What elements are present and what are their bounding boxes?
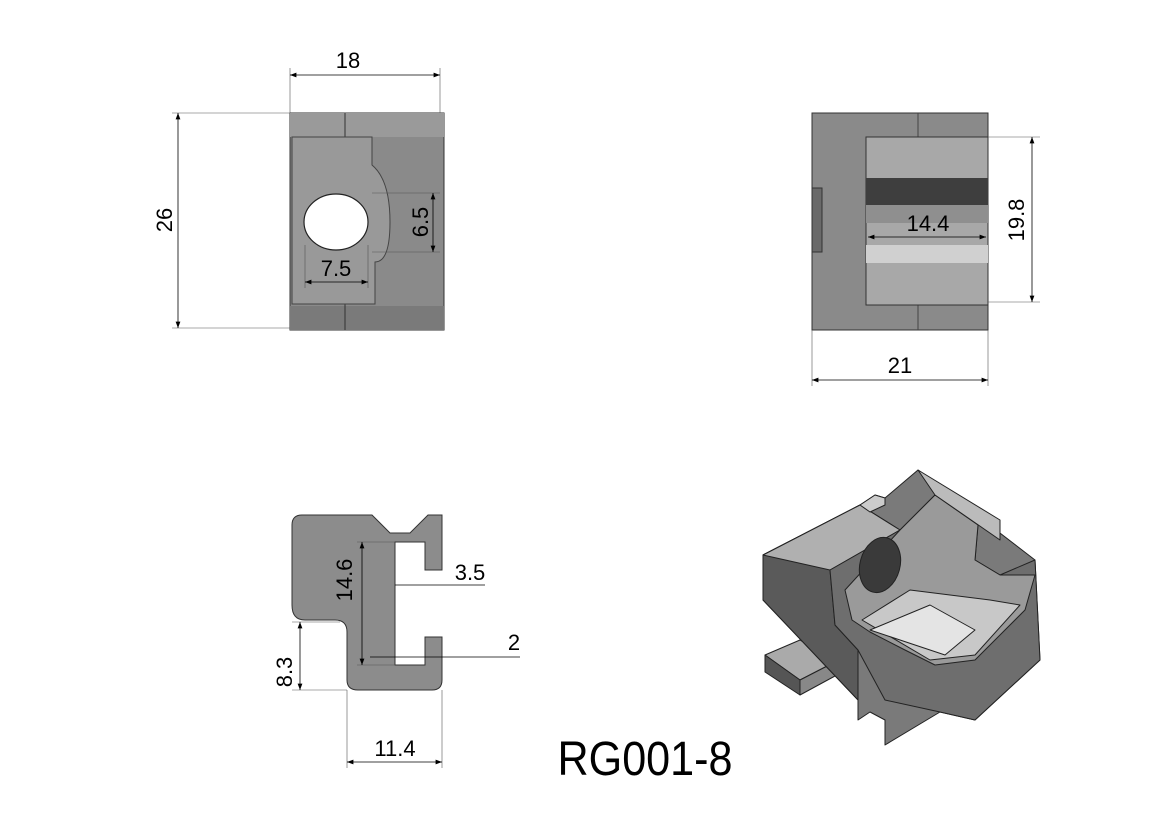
dim-height-26: 26: [152, 208, 177, 232]
section-view: 14.6 3.5 2 8.3 11.4: [272, 514, 520, 768]
part-number: RG001-8: [558, 733, 733, 786]
side-view: 14.4 19.8 21: [811, 112, 1040, 386]
dim-slot-height: 14.6: [332, 559, 357, 602]
dim-hole-height: 6.5: [408, 207, 433, 238]
dim-hole-width: 7.5: [321, 256, 352, 281]
mounting-hole: [303, 193, 369, 251]
dim-inner-width: 14.4: [907, 211, 950, 236]
dim-lip: 2: [508, 630, 520, 655]
dim-width-11-4: 11.4: [374, 736, 415, 761]
dim-width-21: 21: [888, 353, 912, 378]
isometric-view: [762, 469, 1041, 746]
dim-inner-height: 19.8: [1004, 199, 1029, 242]
dim-step-height: 8.3: [272, 657, 297, 688]
front-view: 18 26 6.5 7.5: [152, 48, 445, 331]
dim-opening: 3.5: [455, 560, 486, 585]
dim-width-18: 18: [336, 48, 360, 73]
